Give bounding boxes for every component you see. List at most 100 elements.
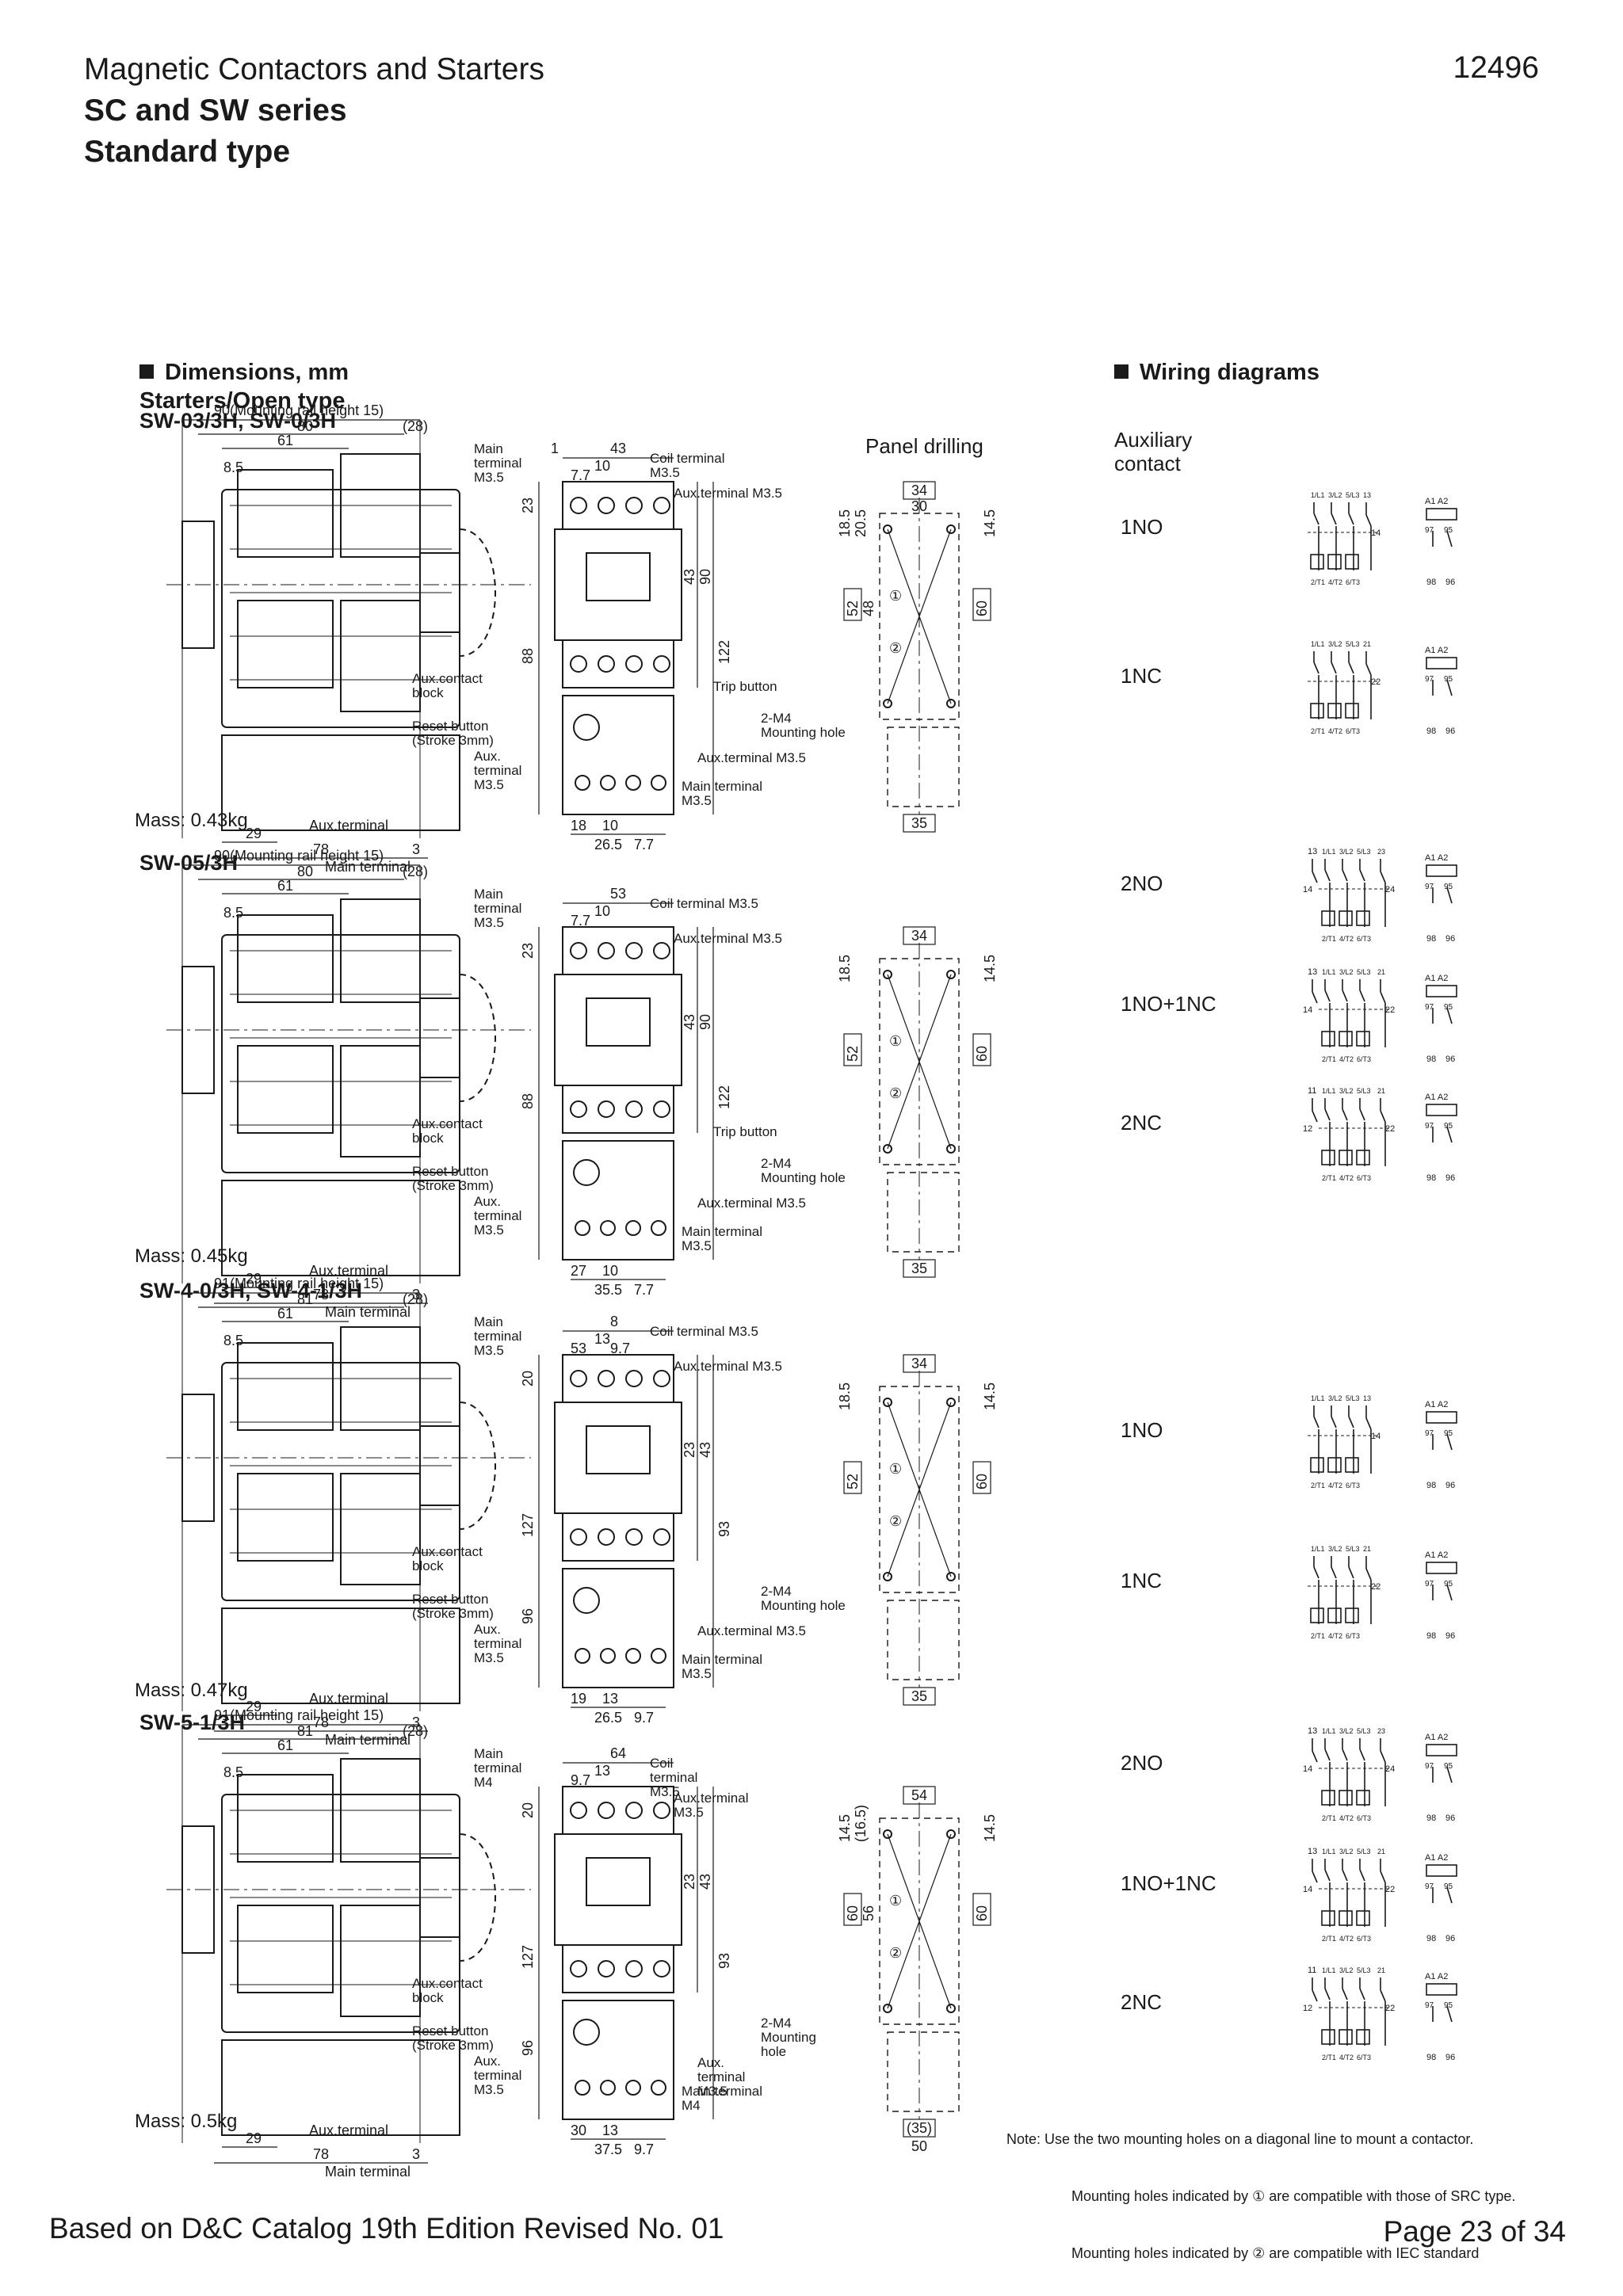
model-1-panel-v2: 20.5 [853, 509, 869, 537]
model-3-panel-v1: 18.5 [837, 1383, 853, 1410]
wiring-10-aux-lo: 22 [1385, 2004, 1395, 2013]
model-2-side-w4: 8.5 [223, 905, 243, 921]
wiring-7-aux-top2: 21 [1363, 1545, 1371, 1553]
model-3-drawing: 91(Mounting rail height 15)81(28)618.529… [166, 1276, 998, 1748]
model-2-aux-contact-label: Aux.contact block [412, 1116, 483, 1146]
wiring-9-aux-lo: 22 [1385, 1885, 1395, 1894]
note-line-1: Note: Use the two mounting holes on a di… [1006, 2131, 1474, 2147]
title-line-1: Magnetic Contactors and Starters [84, 52, 544, 86]
model-4-aux-terminal-low-label: Aux. terminal M3.5 [474, 2054, 522, 2097]
wiring-2-coil-terms: A1 A2 [1425, 646, 1448, 655]
model-4-front-top-main: 64 [610, 1745, 626, 1761]
wiring-7-l1: 1/L1 [1311, 1545, 1325, 1553]
wiring-10-aux-lo1: 12 [1303, 2004, 1312, 2013]
wiring-1-aux-top2: 13 [1363, 491, 1371, 499]
wiring-6-t3: 6/T3 [1346, 1482, 1360, 1489]
wiring-4-t2: 4/T2 [1339, 1055, 1354, 1063]
wiring-10-t97: 97 [1425, 2001, 1434, 2010]
footer-source: Based on D&C Catalog 19th Edition Revise… [49, 2212, 724, 2245]
model-4-side-view [166, 1724, 531, 2164]
model-4-front-b4: 9.7 [634, 2142, 654, 2157]
wiring-9-aux-top2: 21 [1377, 1848, 1385, 1855]
wiring-10-t98: 98 [1426, 2053, 1436, 2062]
wiring-6-l2: 3/L2 [1328, 1394, 1342, 1402]
model-1-front-b4: 7.7 [634, 837, 654, 852]
wiring-9-aux-top: 13 [1308, 1847, 1317, 1856]
model-3-side-b3: 3 [412, 1714, 420, 1730]
wiring-8-coil-terms: A1 A2 [1425, 1733, 1448, 1742]
wiring-1-t1: 2/T1 [1311, 578, 1325, 586]
dimensions-heading: Dimensions, mm Starters/Open type [139, 358, 349, 415]
model-1-panel-v6: 60 [974, 601, 990, 616]
model-2-front-top-2: 10 [594, 903, 610, 919]
wiring-6-t97: 97 [1425, 1429, 1434, 1438]
model-3-side-w3: 61 [277, 1306, 293, 1322]
model-2-aux-terminal-right-label: Aux.terminal M3.5 [697, 1196, 806, 1211]
model-1-side-aux-label: Aux.terminal [309, 818, 388, 833]
model-4-panel-bottom: (35) [907, 2120, 932, 2136]
wiring-5-t2: 4/T2 [1339, 1174, 1354, 1182]
model-3-front-top-2: 13 [594, 1331, 610, 1347]
model-1-reset-button-label: Reset button (Stroke 3mm) [412, 719, 494, 748]
model-2-side-rail: 90(Mounting rail height 15) [214, 848, 384, 864]
wiring-1-label: 1NO [1121, 515, 1163, 539]
wiring-10-aux-top2: 21 [1377, 1966, 1385, 1974]
model-1-drawing: 90(Mounting rail height 15)80(28)618.529… [166, 402, 998, 875]
wiring-10-l3: 5/L3 [1357, 1966, 1371, 1974]
model-1-panel-v3: 14.5 [982, 509, 998, 537]
footer-page: Page 23 of 34 [1383, 2215, 1566, 2248]
wiring-2-l1: 1/L1 [1311, 640, 1325, 648]
model-2-drawing: 90(Mounting rail height 15)80(28)618.529… [166, 848, 998, 1320]
model-1-side-view [166, 419, 531, 859]
wiring-2-label: 1NC [1121, 664, 1163, 688]
wiring-heading: Wiring diagrams [1114, 358, 1319, 387]
model-3-reset-button-label: Reset button (Stroke 3mm) [412, 1592, 494, 1621]
model-4-panel-top: 54 [911, 1787, 927, 1803]
model-2-front-b4: 7.7 [634, 1282, 654, 1298]
wiring-8-t2: 4/T2 [1339, 1814, 1354, 1822]
wiring-8-label: 2NO [1121, 1751, 1163, 1775]
wiring-1-t97: 97 [1425, 526, 1434, 535]
wiring-9-t1: 2/T1 [1322, 1935, 1336, 1943]
wiring-4-t3: 6/T3 [1357, 1055, 1371, 1063]
model-4-side-main-label: Main terminal [325, 2164, 411, 2180]
wiring-3-t2: 4/T2 [1339, 935, 1354, 943]
model-1-front-b1: 18 [571, 818, 586, 833]
wiring-10-t3: 6/T3 [1357, 2054, 1371, 2061]
model-3-front-b1: 19 [571, 1691, 586, 1707]
model-2-side-aux-label: Aux.terminal [309, 1263, 388, 1279]
model-4-side-w3: 61 [277, 1737, 293, 1753]
model-1-panel-v4: 52 [845, 601, 861, 616]
model-4-front-top-3: 9.7 [571, 1772, 590, 1788]
model-3-front-v6: 96 [520, 1608, 536, 1624]
model-3-panel-v6: 60 [974, 1474, 990, 1489]
doc-number: 12496 [1453, 51, 1539, 85]
model-3-front-top-4: 9.7 [610, 1341, 630, 1356]
model-1-aux-terminal-top-label: Aux.terminal M3.5 [674, 486, 782, 501]
wiring-5-l3: 5/L3 [1357, 1087, 1371, 1095]
model-4-aux-terminal-top-label: Aux.terminal M3.5 [674, 1791, 749, 1820]
model-4-front-v4: 93 [716, 1953, 732, 1969]
model-4-mounting-hole-label: 2-M4 Mounting hole [761, 2016, 816, 2059]
model-3-front-top-main: 8 [610, 1314, 618, 1329]
model-2-aux-terminal-top-label: Aux.terminal M3.5 [674, 931, 782, 946]
model-4-aux-contact-label: Aux.contact block [412, 1976, 483, 2005]
wiring-2-t2: 4/T2 [1328, 727, 1342, 735]
model-2-front-top-3: 7.7 [571, 913, 590, 929]
model-4-panel-v5: 56 [861, 1905, 876, 1921]
model-1-side-w2: (28) [403, 418, 428, 434]
wiring-5-aux-top: 11 [1308, 1086, 1316, 1096]
model-2-front-b2: 10 [602, 1263, 618, 1279]
model-1-coil-terminal-label: Coil terminal M3.5 [650, 451, 725, 480]
model-3-panel-top: 34 [911, 1356, 927, 1371]
model-4-side-b2: 78 [313, 2146, 329, 2162]
title-line-2: SC and SW series [84, 93, 347, 128]
model-1-front-b2: 10 [602, 818, 618, 833]
wiring-6-t96: 96 [1445, 1481, 1455, 1490]
wiring-2-t95: 95 [1444, 675, 1453, 684]
model-1-aux-contact-label: Aux.contact block [412, 671, 483, 700]
model-4-drawing: 91(Mounting rail height 15)81(28)618.529… [166, 1707, 998, 2180]
